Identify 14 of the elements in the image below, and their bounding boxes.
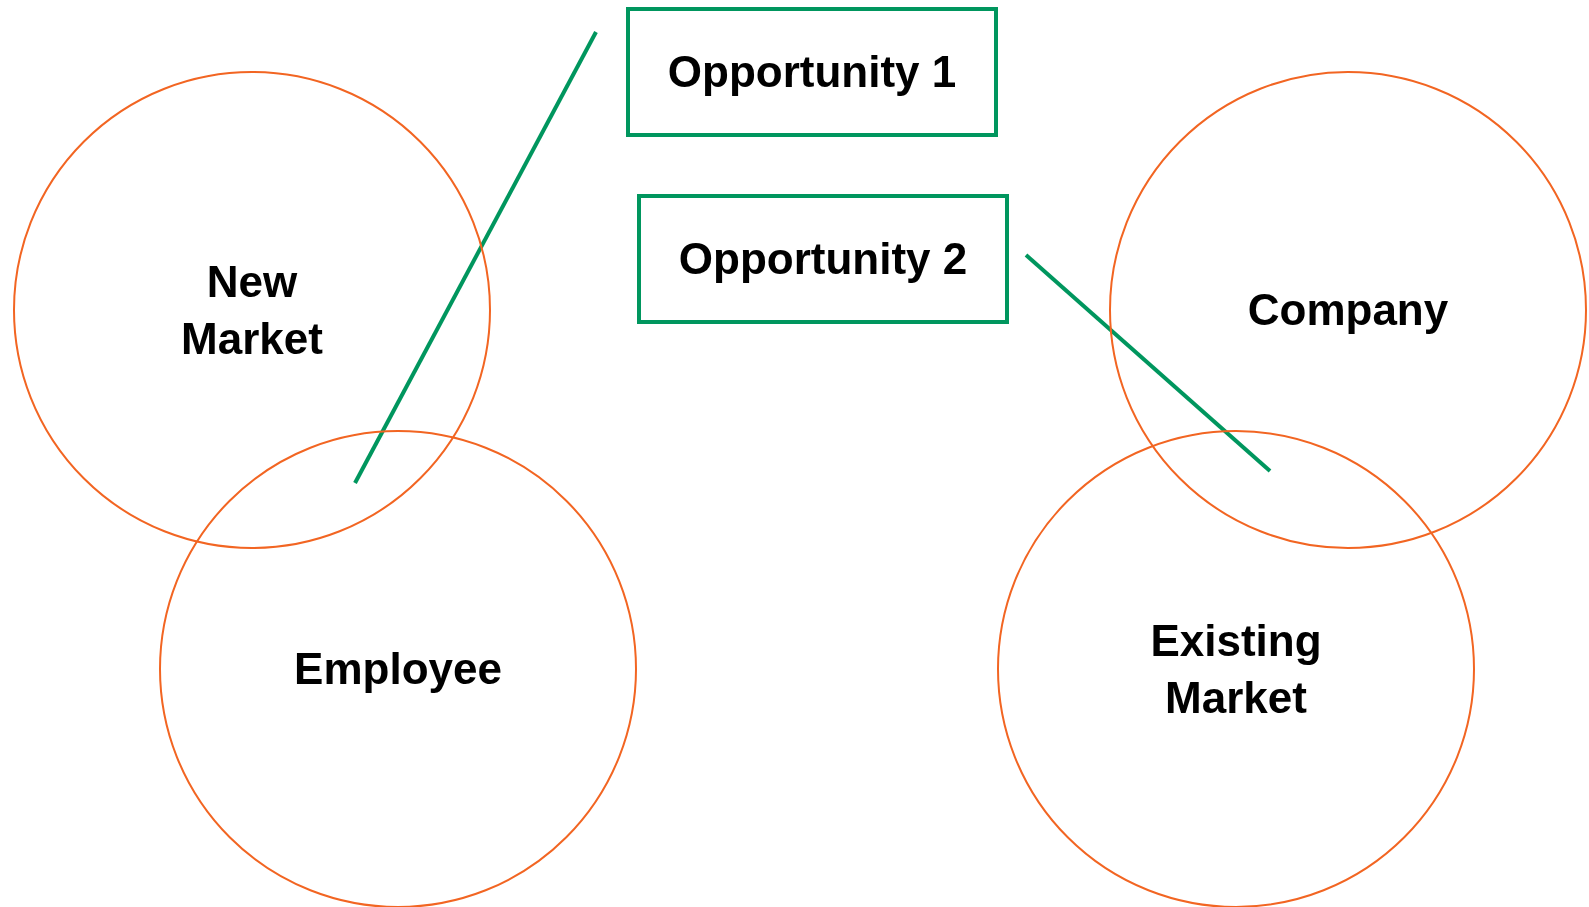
node-label: Employee	[294, 643, 502, 696]
circle	[1109, 71, 1587, 549]
circle	[159, 430, 637, 907]
circle	[997, 430, 1475, 907]
circle	[13, 71, 491, 549]
leader-line	[353, 31, 598, 484]
node-label: Opportunity 2	[678, 233, 968, 286]
node-label: Opportunity 1	[667, 46, 957, 99]
node-label: Existing Market	[1149, 614, 1323, 724]
label-box	[637, 194, 1009, 324]
leader-line	[1024, 253, 1272, 473]
label-box	[626, 7, 998, 137]
node-label: New Market	[180, 255, 324, 365]
node-label: Company	[1247, 284, 1449, 337]
